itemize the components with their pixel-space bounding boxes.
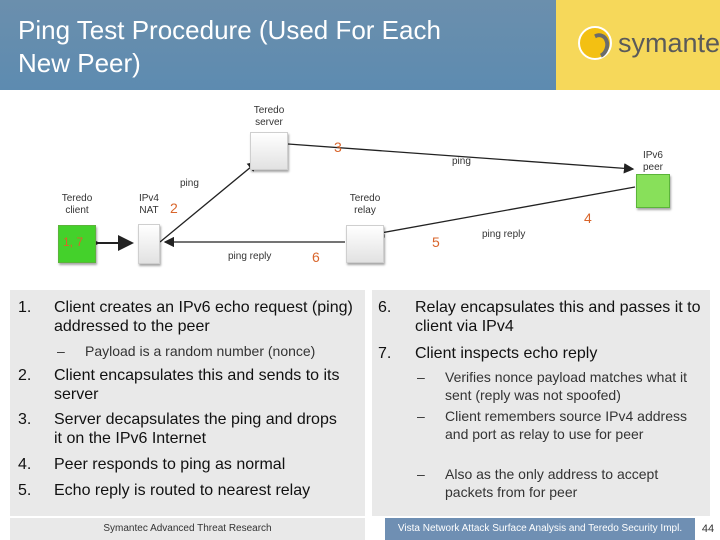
list-item-number: 6.	[378, 299, 392, 316]
page-number: 44	[701, 523, 715, 535]
list-item-number: 3.	[18, 411, 32, 428]
list-item-text: Echo reply is routed to nearest relay	[54, 482, 311, 499]
list-item-text: Client inspects echo reply	[415, 345, 598, 362]
slide-header: Ping Test Procedure (Used For Each New P…	[0, 0, 720, 90]
ping-label-top: ping	[452, 156, 471, 167]
ping-reply-label-right: ping reply	[482, 229, 526, 240]
step-3-label: 3	[334, 139, 342, 155]
teredo-client-label: Teredo client	[61, 193, 93, 216]
symantec-logo: symantec.	[556, 0, 720, 90]
ipv4-nat-label: IPv4 NAT	[138, 193, 159, 216]
sub-item-text: Payload is a random number (nonce)	[85, 343, 316, 359]
list-item-number: 2.	[18, 367, 32, 384]
ipv4-nat-node	[138, 224, 160, 264]
sub-item-dash: –	[417, 369, 425, 385]
diagram-arrows	[84, 143, 636, 251]
teredo-relay-label: Teredo relay	[349, 193, 381, 216]
symantec-logo-icon	[578, 26, 612, 60]
list-item-number: 4.	[18, 456, 32, 473]
slide-title: Ping Test Procedure (Used For Each New P…	[18, 15, 441, 78]
logo-text: symantec.	[618, 28, 720, 58]
list-item-text: Relay encapsulates this and passes it to…	[415, 299, 701, 335]
list-item-number: 7.	[378, 345, 392, 362]
sub-item-dash: –	[417, 408, 425, 424]
ipv6-peer-node	[636, 174, 670, 208]
footer-right: Vista Network Attack Surface Analysis an…	[385, 518, 695, 540]
step-4-label: 4	[584, 210, 592, 226]
client-step-label: 1, 7	[63, 235, 84, 249]
step-6-label: 6	[312, 249, 320, 265]
ipv6-peer-label: IPv6 peer	[642, 150, 663, 173]
ping-diagram: Teredo server Teredo client 1, 7 IPv4 NA…	[0, 92, 720, 282]
list-item-number: 1.	[18, 299, 32, 316]
step-2-label: 2	[170, 200, 178, 216]
ping-label-left: ping	[180, 178, 199, 189]
ping-reply-label-bottom: ping reply	[228, 251, 272, 262]
step-5-label: 5	[432, 234, 440, 250]
nat-to-server-arrow	[159, 161, 259, 243]
list-item-text: Client creates an IPv6 echo request (pin…	[54, 299, 353, 335]
teredo-server-node	[250, 132, 288, 170]
sub-item-dash: –	[417, 466, 425, 482]
list-item-text: Peer responds to ping as normal	[54, 456, 286, 473]
right-steps-panel: 6. Relay encapsulates this and passes it…	[372, 290, 710, 516]
teredo-relay-node	[346, 225, 384, 263]
teredo-client-node: 1, 7	[58, 225, 96, 263]
list-item-text: Client encapsulates this and sends to it…	[54, 367, 340, 403]
teredo-server-label: Teredo server	[253, 105, 285, 128]
sub-item-dash: –	[57, 343, 65, 359]
footer-left: Symantec Advanced Threat Research	[10, 518, 365, 540]
sub-item-text: Client remembers source IPv4 address and…	[445, 408, 687, 442]
peer-to-relay-arrow	[373, 186, 636, 238]
server-to-peer-arrow	[287, 143, 635, 174]
list-item-number: 5.	[18, 482, 32, 499]
list-item-text: Server decapsulates the ping and drops i…	[54, 411, 337, 447]
sub-item-text: Also as the only address to accept packe…	[445, 466, 659, 500]
sub-item-text: Verifies nonce payload matches what it s…	[445, 369, 688, 403]
left-steps-panel: 1. Client creates an IPv6 echo request (…	[10, 290, 365, 516]
